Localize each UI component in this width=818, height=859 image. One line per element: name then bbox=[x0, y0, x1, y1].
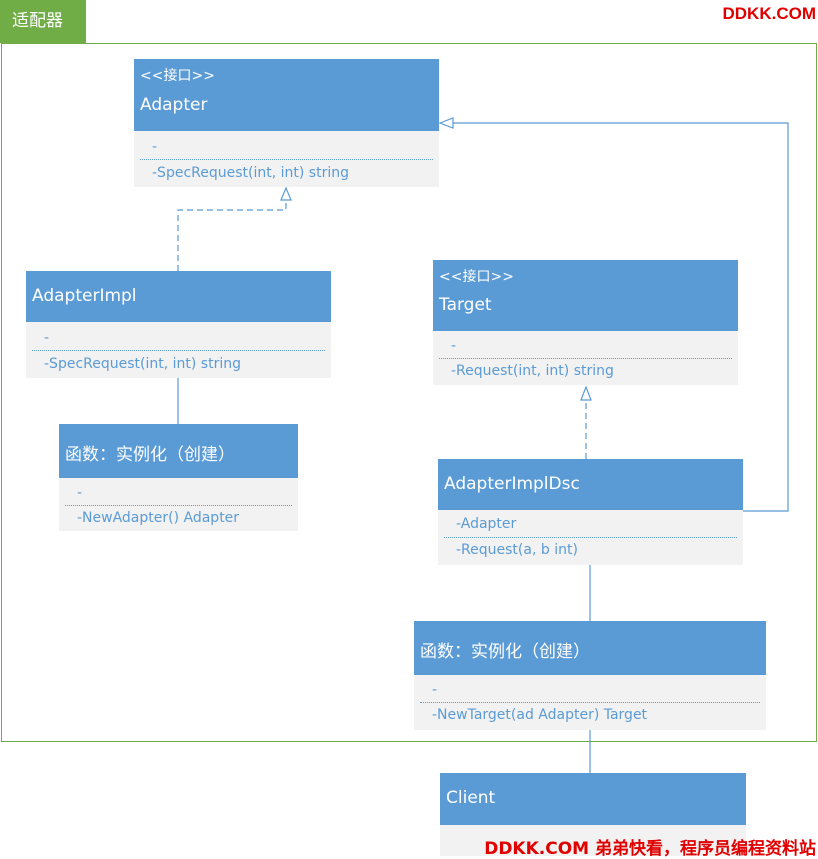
client-header: Client bbox=[440, 773, 746, 825]
watermark-top: DDKK.COM bbox=[722, 4, 817, 23]
adapter-method: -SpecRequest(int, int) string bbox=[152, 165, 349, 181]
adapterimpl-separator bbox=[32, 350, 325, 351]
diagram-title-tag: 适配器 bbox=[0, 0, 86, 43]
func-left-field: - bbox=[77, 485, 83, 501]
dsc-separator bbox=[444, 537, 737, 538]
target-interface-box: <<接口>> Target - -Request(int, int) strin… bbox=[433, 260, 738, 385]
watermark-bottom: DDKK.COM 弟弟快看，程序员编程资料站 bbox=[484, 839, 816, 859]
func-right-name: 函数：实例化（创建） bbox=[420, 642, 590, 662]
target-triangle-arrow bbox=[580, 385, 592, 401]
adapterimpl-body: - -SpecRequest(int, int) string bbox=[26, 322, 331, 378]
client-class-box: Client bbox=[440, 773, 746, 856]
func-left-separator bbox=[65, 505, 292, 506]
dsc-field: -Adapter bbox=[456, 516, 517, 532]
target-name: Target bbox=[439, 295, 492, 315]
target-method: -Request(int, int) string bbox=[451, 363, 614, 379]
func-left-name: 函数：实例化（创建） bbox=[65, 445, 235, 465]
dsc-header: AdapterImplDsc bbox=[438, 459, 743, 510]
adapterimpl-name: AdapterImpl bbox=[32, 286, 137, 306]
adapter-field: - bbox=[152, 139, 158, 155]
func-right-header: 函数：实例化（创建） bbox=[414, 621, 766, 675]
adapterimpldsc-class-box: AdapterImplDsc -Adapter -Request(a, b in… bbox=[438, 459, 743, 565]
func-right-body: - -NewTarget(ad Adapter) Target bbox=[414, 675, 766, 730]
adapter-separator bbox=[140, 159, 433, 160]
func-right-field: - bbox=[432, 682, 438, 698]
target-separator bbox=[439, 358, 732, 359]
diagram-frame bbox=[1, 43, 817, 742]
target-header: <<接口>> Target bbox=[433, 260, 738, 331]
client-name: Client bbox=[446, 788, 496, 808]
adapterimpl-method: -SpecRequest(int, int) string bbox=[44, 356, 241, 372]
client-body bbox=[440, 825, 746, 856]
func-left-method: -NewAdapter() Adapter bbox=[77, 510, 240, 526]
func-left-body: - -NewAdapter() Adapter bbox=[59, 478, 298, 531]
target-field: - bbox=[451, 338, 457, 354]
func-left-header: 函数：实例化（创建） bbox=[59, 424, 298, 478]
adapter-name: Adapter bbox=[140, 95, 208, 115]
adapterimpl-realization-line bbox=[177, 200, 287, 271]
association-triangle-arrow bbox=[438, 117, 454, 129]
dsc-name: AdapterImplDsc bbox=[444, 474, 580, 494]
func-right-separator bbox=[420, 702, 760, 703]
func-right-method: -NewTarget(ad Adapter) Target bbox=[432, 707, 648, 723]
adapterimpl-header: AdapterImpl bbox=[26, 271, 331, 322]
dsc-method: -Request(a, b int) bbox=[456, 542, 578, 558]
target-body: - -Request(int, int) string bbox=[433, 331, 738, 385]
adapter-interface-box: <<接口>> Adapter - -SpecRequest(int, int) … bbox=[134, 59, 439, 187]
target-stereotype: <<接口>> bbox=[439, 269, 514, 285]
dsc-adapter-association-line bbox=[453, 122, 789, 512]
new-target-function-box: 函数：实例化（创建） - -NewTarget(ad Adapter) Targ… bbox=[414, 621, 766, 730]
adapter-body: - -SpecRequest(int, int) string bbox=[134, 131, 439, 187]
adapter-stereotype: <<接口>> bbox=[140, 68, 215, 84]
adapterimpl-class-box: AdapterImpl - -SpecRequest(int, int) str… bbox=[26, 271, 331, 378]
adapter-triangle-arrow bbox=[280, 186, 292, 201]
adapterimpl-field: - bbox=[44, 330, 50, 346]
dsc-body: -Adapter -Request(a, b int) bbox=[438, 510, 743, 565]
adapter-header: <<接口>> Adapter bbox=[134, 59, 439, 131]
new-adapter-function-box: 函数：实例化（创建） - -NewAdapter() Adapter bbox=[59, 424, 298, 531]
